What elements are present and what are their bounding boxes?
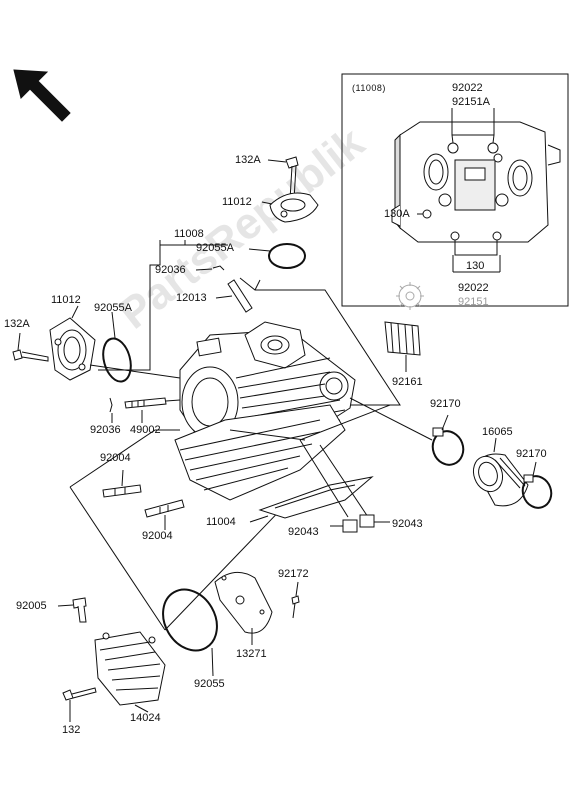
label-92055: 92055 — [194, 678, 225, 690]
damper-92161 — [384, 321, 421, 372]
clamp-92170-b — [521, 461, 553, 509]
label-92022-inset-bottom: 92022 — [458, 282, 489, 294]
label-14024: 14024 — [130, 712, 161, 724]
label-92036-top: 92036 — [155, 264, 186, 276]
label-49002: 49002 — [130, 424, 161, 436]
label-11012-top: 11012 — [222, 196, 252, 208]
gasket-11004 — [249, 439, 374, 523]
label-92170-b: 92170 — [516, 448, 547, 460]
clamp-92170-a — [349, 397, 465, 466]
direction-arrow-icon — [13, 69, 71, 122]
stud-92004-a — [102, 469, 142, 498]
cylinder-11008 — [174, 321, 356, 501]
oring-92055 — [162, 588, 218, 652]
label-92055a-left: 92055A — [94, 302, 132, 314]
label-130: 130 — [466, 260, 485, 272]
label-92004-a: 92004 — [100, 452, 131, 464]
cap-11012-top — [261, 192, 319, 223]
plate-13271 — [214, 571, 273, 645]
bolt-132a-left — [12, 332, 49, 362]
label-16065: 16065 — [482, 426, 513, 438]
label-92043-b: 92043 — [392, 518, 423, 530]
pin-49002 — [124, 397, 181, 409]
dowel-92043-a — [342, 519, 358, 533]
label-92151: 92151 — [458, 296, 489, 308]
plug-92005 — [57, 597, 87, 623]
label-130a: 130A — [384, 208, 410, 220]
inset-cylinder-head — [391, 108, 561, 273]
label-92005: 92005 — [16, 600, 47, 612]
bracket-11008 — [98, 240, 161, 371]
label-92055a-top: 92055A — [196, 242, 234, 254]
oring-92055a-left — [102, 337, 132, 383]
label-92036-bottom: 92036 — [90, 424, 121, 436]
gear-icon — [396, 282, 424, 310]
holder-16065 — [472, 437, 529, 507]
label-11004: 11004 — [206, 516, 236, 528]
label-11008: 11008 — [174, 228, 204, 240]
inset-title: (11008) — [352, 83, 386, 93]
label-92043-a: 92043 — [288, 526, 319, 538]
oring-92055a-top — [268, 243, 306, 269]
cover-14024 — [94, 631, 166, 713]
label-132: 132 — [62, 724, 81, 736]
pin-12013 — [215, 279, 253, 313]
label-92022-inset-top: 92022 — [452, 82, 483, 94]
cap-11012-left — [49, 305, 96, 381]
label-11012-left: 11012 — [51, 294, 81, 306]
label-13271: 13271 — [236, 648, 267, 660]
label-92161: 92161 — [392, 376, 423, 388]
label-92170-a: 92170 — [430, 398, 461, 410]
label-92151a: 92151A — [452, 96, 490, 108]
label-92004-b: 92004 — [142, 530, 173, 542]
label-132a-left: 132A — [4, 318, 30, 330]
dowel-92043-b — [359, 514, 375, 528]
bolt-132 — [62, 687, 97, 722]
label-12013: 12013 — [176, 292, 207, 304]
stud-92004-b — [144, 499, 185, 530]
inset-frame — [341, 73, 569, 307]
label-132a-top: 132A — [235, 154, 261, 166]
bolt-92172 — [291, 581, 300, 619]
label-92172: 92172 — [278, 568, 309, 580]
